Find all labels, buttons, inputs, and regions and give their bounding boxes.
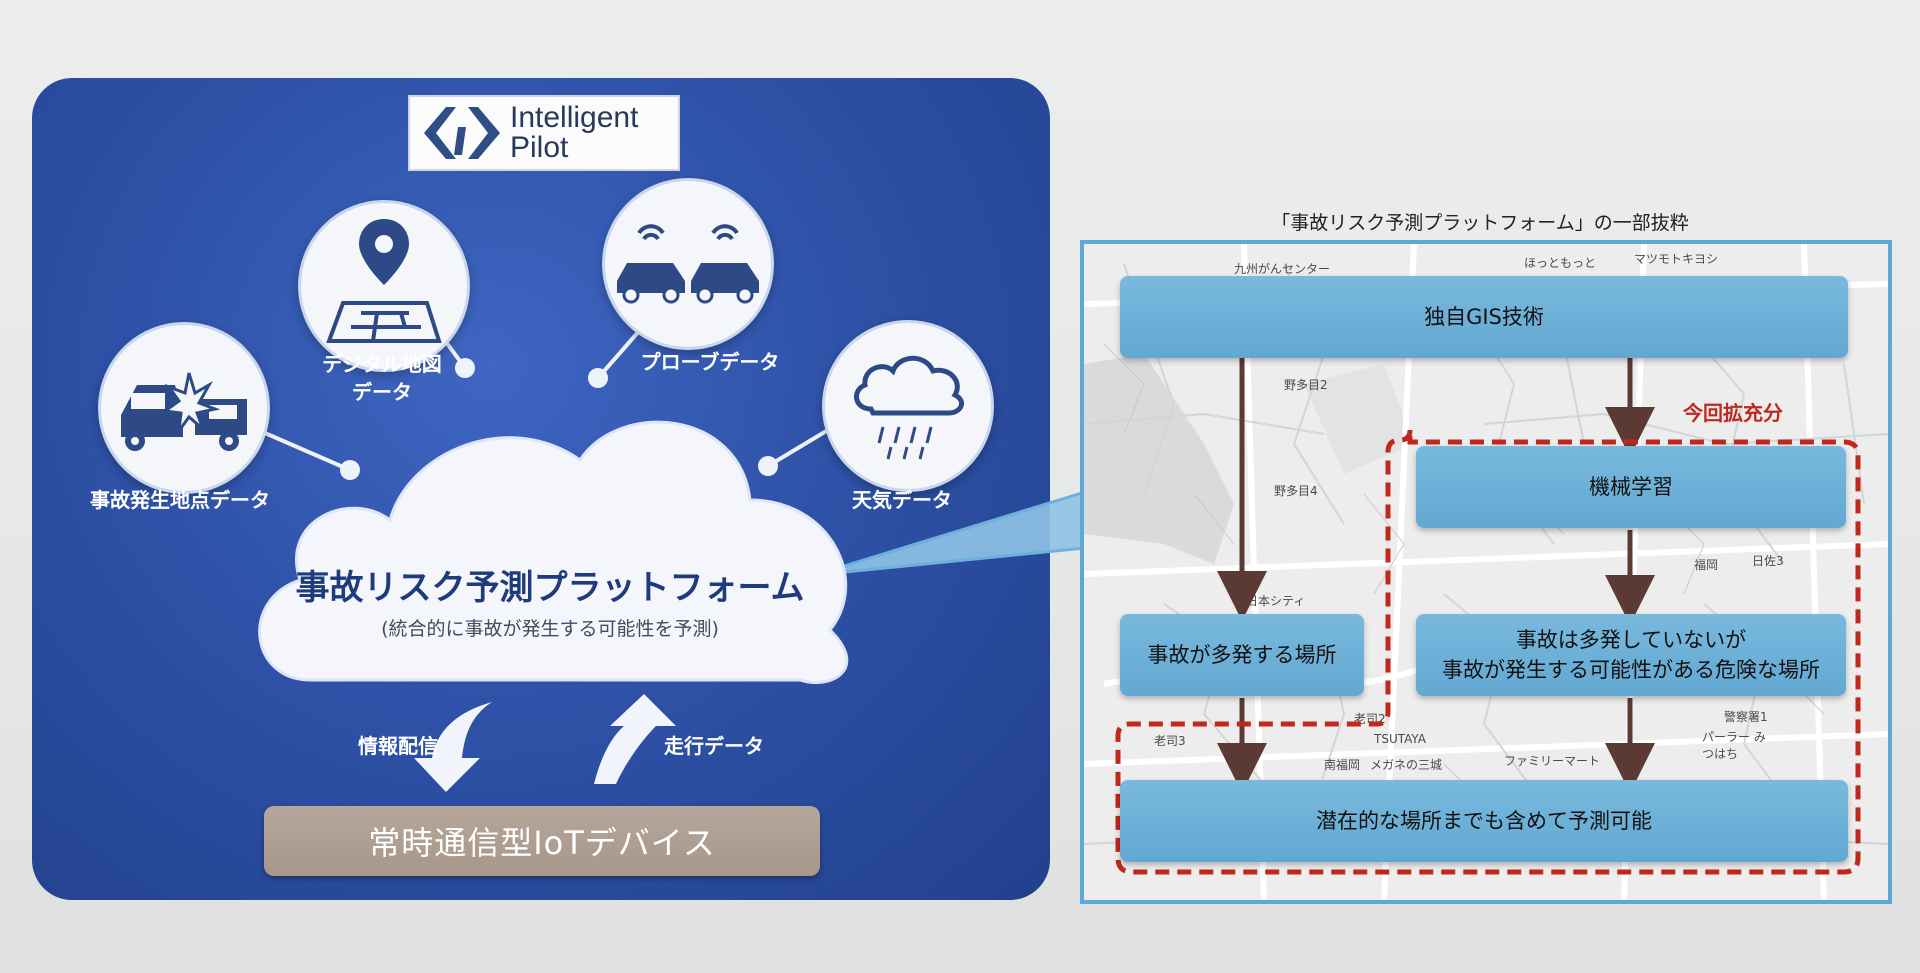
platform-subtitle: (統合的に事故が発生する可能性を予測) (381, 618, 719, 640)
accident-location-label: 事故発生地点データ (90, 488, 270, 512)
map-label-osa3: 日佐3 (1752, 554, 1784, 568)
map-label-hotmotto: ほっともっと (1524, 256, 1597, 270)
map-label-minamifukuoka: 南福岡 (1324, 758, 1361, 772)
map-label-familymart: ファミリーマート (1504, 754, 1601, 768)
accident-location-node (98, 322, 270, 494)
digital-map-label-line1: デジタル地図 (322, 352, 442, 376)
potential-danger-line1: 事故は多発していないが (1515, 627, 1747, 652)
frequent-accident-text: 事故が多発する場所 (1147, 642, 1337, 667)
map-label-matsukiyo: マツモトキヨシ (1634, 252, 1719, 266)
digital-map-icon (326, 219, 442, 343)
map-label-tsutaya: TSUTAYA (1374, 732, 1427, 746)
map-label-police: 警察署1 (1724, 710, 1768, 724)
digital-map-node (298, 200, 470, 372)
probe-data-label: プローブデータ (640, 350, 780, 374)
potential-danger-box: 事故は多発していないが 事故が発生する可能性がある危険な場所 (1416, 614, 1846, 696)
prediction-result-box: 潜在的な場所までも含めて予測可能 (1120, 780, 1848, 862)
logo-mark-icon (424, 107, 500, 159)
driving-data-label: 走行データ (664, 734, 764, 758)
map-label-parlor: パーラー みつはち (1702, 730, 1766, 761)
gis-technology-box: 独自GIS技術 (1120, 276, 1848, 358)
digital-map-label-line2: データ (352, 380, 412, 404)
info-distribution-label: 情報配信 (358, 734, 438, 758)
intelligent-pilot-logo: Intelligent Pilot (408, 95, 680, 171)
logo-line2: Pilot (510, 131, 569, 164)
connected-cars-icon (617, 224, 759, 304)
rain-cloud-icon (854, 355, 964, 460)
weather-node (822, 320, 994, 492)
map-label-cancer-center: 九州がんセンター (1234, 262, 1331, 276)
map-label-notame4: 野多目4 (1274, 484, 1318, 498)
map-label-roji3: 老司3 (1154, 734, 1186, 748)
platform-cloud (258, 420, 849, 685)
map-label-notame2: 野多目2 (1284, 378, 1328, 392)
probe-data-node (602, 178, 774, 350)
logo-line1: Intelligent (510, 101, 639, 134)
frequent-accident-box: 事故が多発する場所 (1120, 614, 1364, 696)
driving-data-arrow-icon (594, 694, 676, 784)
excerpt-title: 「事故リスク予測プラットフォーム」の一部抜粋 (1271, 212, 1689, 234)
expansion-label: 今回拡充分 (1683, 401, 1783, 425)
map-label-fukuoka: 福岡 (1694, 558, 1719, 572)
weather-label: 天気データ (852, 488, 952, 512)
platform-title: 事故リスク予測プラットフォーム (295, 568, 805, 608)
car-crash-icon (121, 372, 247, 451)
map-label-megane: メガネの三城 (1370, 758, 1443, 772)
iot-device-box: 常時通信型IoTデバイス (264, 806, 820, 876)
potential-danger-line2: 事故が発生する可能性がある危険な場所 (1442, 658, 1820, 682)
gis-technology-text: 独自GIS技術 (1424, 304, 1544, 329)
iot-device-label: 常時通信型IoTデバイス (368, 824, 716, 862)
info-distribution-arrow-icon (414, 702, 492, 792)
prediction-result-text: 潜在的な場所までも含めて予測可能 (1316, 808, 1652, 833)
machine-learning-box: 機械学習 (1416, 446, 1846, 528)
machine-learning-text: 機械学習 (1589, 474, 1673, 499)
